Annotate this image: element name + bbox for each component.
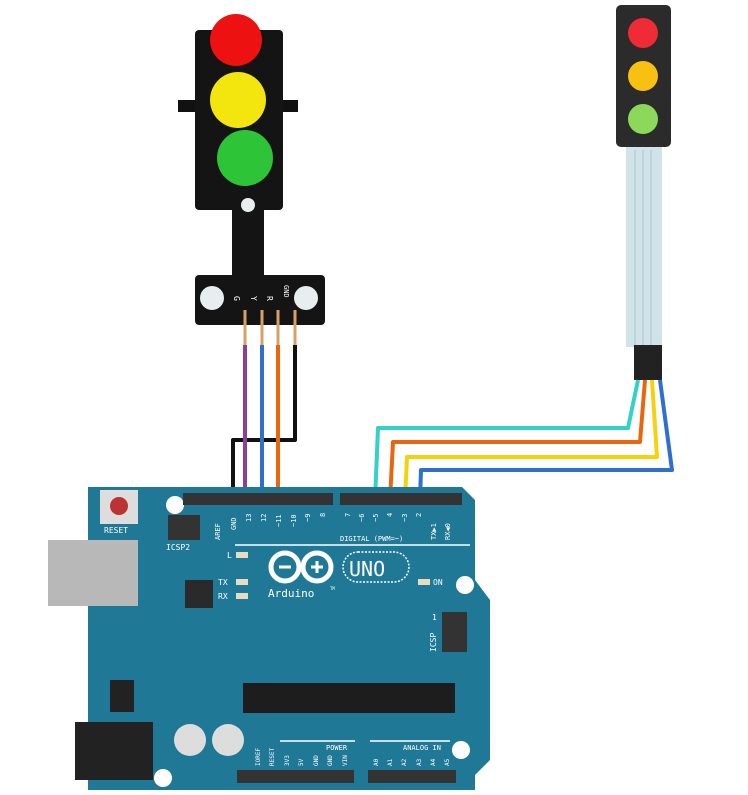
- pin-a2: A2: [401, 758, 408, 766]
- uno-label: UNO: [349, 557, 385, 581]
- pin-10: ~10: [290, 514, 298, 527]
- header-top-left[interactable]: [183, 493, 333, 505]
- icsp-pin1: 1: [432, 613, 437, 622]
- pin-8: 8: [319, 513, 327, 517]
- wire-blue-right: [418, 379, 674, 501]
- pin-12: 12: [260, 514, 268, 522]
- atmega-chip: [243, 683, 455, 713]
- pin-9: ~9: [304, 514, 312, 522]
- pin-3: ~3: [401, 514, 409, 522]
- pin-aref: AREF: [214, 523, 222, 540]
- arduino-logo: Arduino TM: [268, 550, 335, 600]
- logo-text: Arduino: [268, 587, 314, 600]
- traffic-light-module-left: G Y R GND: [178, 14, 325, 345]
- green-led: [217, 130, 273, 186]
- analog-label: ANALOG IN: [403, 744, 441, 752]
- led-tx-label: TX: [218, 578, 228, 587]
- header-power[interactable]: [237, 770, 354, 783]
- pin-13: 13: [245, 514, 253, 522]
- reset-label: RESET: [104, 526, 128, 535]
- pin-tx1: TX▶1: [430, 523, 438, 540]
- pin-a0: A0: [373, 758, 380, 766]
- pin-5: ~5: [372, 514, 380, 522]
- pin-7: 7: [344, 513, 352, 517]
- pin-label-gnd: GND: [282, 285, 290, 298]
- pin-a4: A4: [430, 758, 437, 766]
- chip: [185, 580, 213, 608]
- pin-label-y: Y: [249, 296, 258, 301]
- pin-a1: A1: [387, 758, 394, 766]
- pin-reset: RESET: [269, 748, 276, 766]
- icsp2-label: ICSP2: [166, 543, 190, 552]
- pin-11: ~11: [275, 514, 283, 527]
- arduino-uno-board: RESET ICSP2 ICSP 1 AREF GND 13 12 ~11 ~1…: [48, 487, 490, 790]
- pin-label-g: G: [232, 296, 241, 301]
- yellow-led: [210, 72, 266, 128]
- usb-port: [48, 540, 138, 606]
- pin-6: ~6: [358, 514, 366, 522]
- pin-gnd-2: GND: [327, 755, 334, 766]
- pin-a5: A5: [444, 758, 451, 766]
- digital-label: DIGITAL (PWM=~): [340, 535, 403, 543]
- pin-label-r: R: [265, 296, 274, 301]
- pin-gnd: GND: [230, 517, 238, 530]
- pin-a3: A3: [416, 758, 423, 766]
- wire-orange: [388, 379, 647, 501]
- power-jack: [75, 722, 153, 780]
- traffic-light-module-right: [616, 5, 671, 380]
- icsp-label: ICSP: [429, 633, 438, 652]
- pin-5v: 5V: [298, 758, 305, 766]
- wire-yellow-right: [403, 379, 659, 501]
- wires: [231, 345, 674, 501]
- pin-3v3: 3V3: [284, 755, 291, 766]
- led-on-label: ON: [433, 578, 443, 587]
- header-analog[interactable]: [368, 770, 456, 783]
- pin-ioref: IOREF: [255, 748, 262, 766]
- led-l-label: L: [227, 551, 232, 560]
- led-rx-label: RX: [218, 592, 228, 601]
- pin-gnd-1: GND: [313, 755, 320, 766]
- wire-cyan: [373, 379, 640, 501]
- pin-2: 2: [415, 513, 423, 517]
- pin-4: 4: [386, 513, 394, 517]
- power-label: POWER: [326, 744, 348, 752]
- pin-rx0: RX◀0: [444, 523, 452, 540]
- logo-tm: TM: [330, 586, 335, 591]
- red-led: [210, 14, 262, 66]
- header-digital[interactable]: [340, 493, 462, 505]
- pin-vin: VIN: [342, 755, 349, 766]
